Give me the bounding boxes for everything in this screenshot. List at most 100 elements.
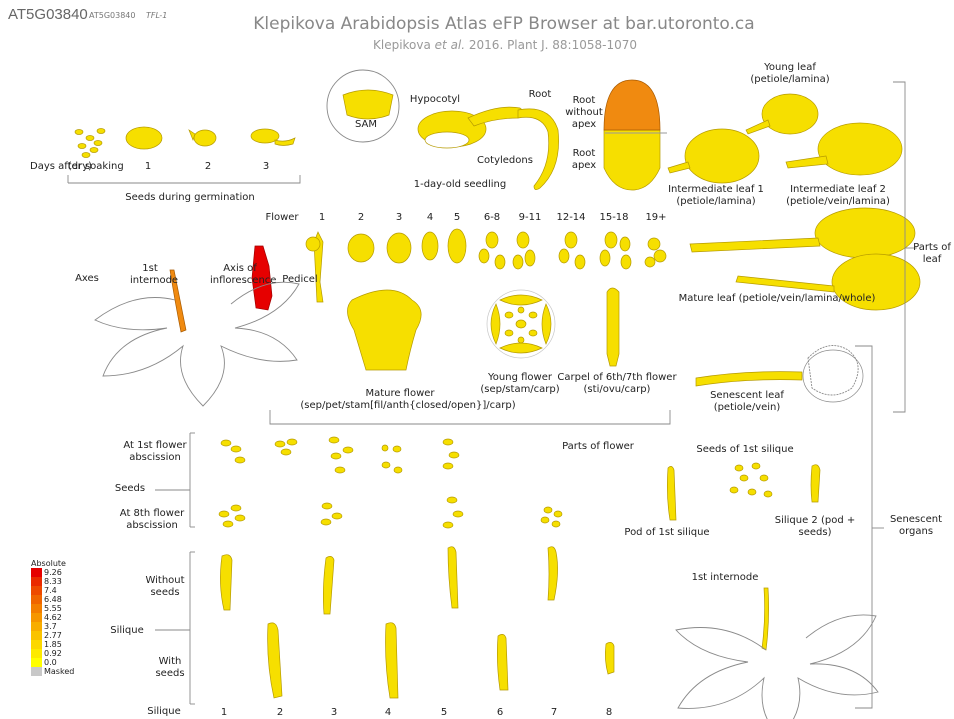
label-seeds-germination: Seeds during germination xyxy=(110,192,270,204)
legend-title: Absolute xyxy=(31,559,111,568)
seeds-1st-silique[interactable] xyxy=(730,463,772,497)
label-cotyledons: Cotyledons xyxy=(470,155,540,167)
silique-1-without-seeds[interactable] xyxy=(220,555,232,610)
flower-stage-9-11[interactable] xyxy=(513,232,535,269)
legend-swatch xyxy=(31,586,42,595)
silique-5-without-seeds[interactable] xyxy=(448,547,458,608)
flower-stage-1[interactable] xyxy=(306,232,323,302)
label-dry: (dry) xyxy=(65,161,95,173)
label-flower: Flower xyxy=(260,212,304,224)
flower-stage-12-14[interactable] xyxy=(559,232,585,269)
flower-stage-label-1: 1 xyxy=(306,212,338,224)
label-with-seeds: With seeds xyxy=(150,656,190,680)
label-mature-leaf: Mature leaf (petiole/vein/lamina/whole) xyxy=(672,293,882,305)
flower-stage-2[interactable] xyxy=(348,234,374,262)
young-leaf[interactable] xyxy=(746,94,818,134)
legend-swatch xyxy=(31,640,42,649)
label-day-3: 3 xyxy=(258,161,274,173)
silique-number-5: 5 xyxy=(436,707,452,719)
sam-tissue[interactable] xyxy=(343,90,393,119)
legend-value: 3.7 xyxy=(44,622,57,631)
silique-2-with-seeds[interactable] xyxy=(268,623,282,698)
label-senescent-organs: Senescent organs xyxy=(884,514,948,538)
flower-stage-5[interactable] xyxy=(448,229,466,263)
seeds-1st-flower-5[interactable] xyxy=(443,439,459,469)
flower-stage-3[interactable] xyxy=(387,233,411,263)
silique-number-7: 7 xyxy=(546,707,562,719)
seedling-root[interactable] xyxy=(518,109,559,190)
legend-row: 6.48 xyxy=(31,595,111,604)
legend-swatch xyxy=(31,604,42,613)
legend-value: 4.62 xyxy=(44,613,62,622)
silique-7-without-seeds[interactable] xyxy=(548,547,558,600)
carpel[interactable] xyxy=(607,288,619,366)
label-seeds: Seeds xyxy=(108,483,152,495)
flower-stage-label-6: 6-8 xyxy=(476,212,508,224)
label-senescent-leaf: Senescent leaf (petiole/vein) xyxy=(692,390,802,414)
seed-day1[interactable] xyxy=(126,127,162,149)
label-mature-flower-parts: (sep/pet/stam[fil/anth{closed/open}]/car… xyxy=(278,400,538,412)
root-without-apex[interactable] xyxy=(604,80,660,130)
label-axes: Axes xyxy=(70,273,104,285)
root-apex[interactable] xyxy=(604,130,660,190)
seeds-1st-flower-4[interactable] xyxy=(382,445,402,473)
seedling-hypocotyl[interactable] xyxy=(468,107,523,126)
legend-row: 3.7 xyxy=(31,622,111,631)
legend-row: 4.62 xyxy=(31,613,111,622)
seeds-8th-flower-1[interactable] xyxy=(219,505,245,527)
pod-1st-silique[interactable] xyxy=(667,466,676,520)
seeds-8th-flower-7[interactable] xyxy=(541,507,562,527)
seeds-1st-flower-1[interactable] xyxy=(221,440,245,463)
label-root-apex: Root apex xyxy=(566,148,602,172)
legend-value: 5.55 xyxy=(44,604,62,613)
legend-row: 7.4 xyxy=(31,586,111,595)
silique-3-without-seeds[interactable] xyxy=(323,556,334,614)
label-1st-internode-senescent: 1st internode xyxy=(690,572,760,584)
first-internode-senescent[interactable] xyxy=(762,588,769,650)
flower-stage-6-8[interactable] xyxy=(479,232,505,269)
label-at-1st-flower: At 1st flower abscission xyxy=(120,440,190,464)
label-parts-of-flower: Parts of flower xyxy=(548,441,648,453)
seed-dry[interactable] xyxy=(75,129,105,158)
silique-6-with-seeds[interactable] xyxy=(497,634,508,690)
legend-row-masked: Masked xyxy=(31,667,111,676)
legend-row: 0.0 xyxy=(31,658,111,667)
legend-swatch xyxy=(31,613,42,622)
senescent-leaf[interactable] xyxy=(696,372,802,386)
flower-stage-label-10: 19+ xyxy=(640,212,672,224)
young-flower[interactable] xyxy=(487,290,555,358)
label-silique-axis: Silique xyxy=(142,706,186,718)
flower-stage-4[interactable] xyxy=(422,232,438,260)
seeds-1st-flower-3[interactable] xyxy=(329,437,353,473)
flower-stage-label-9: 15-18 xyxy=(598,212,630,224)
flower-stage-15-18[interactable] xyxy=(600,232,631,269)
legend-value: 1.85 xyxy=(44,640,62,649)
legend-row: 1.85 xyxy=(31,640,111,649)
silique-8-with-seeds[interactable] xyxy=(605,642,614,674)
silique-number-2: 2 xyxy=(272,707,288,719)
seed-day2[interactable] xyxy=(189,130,216,146)
legend-swatch xyxy=(31,658,42,667)
silique-number-6: 6 xyxy=(492,707,508,719)
label-carpel: Carpel of 6th/7th flower (sti/ovu/carp) xyxy=(555,372,679,396)
seeds-1st-flower-2[interactable] xyxy=(275,439,297,455)
label-pedicel: Pedicel xyxy=(280,274,320,286)
silique-2-senescent[interactable] xyxy=(811,465,820,502)
silique-4-with-seeds[interactable] xyxy=(386,623,399,698)
label-day-2: 2 xyxy=(200,161,216,173)
seeds-8th-flower-5[interactable] xyxy=(443,497,463,528)
mature-leaf-1[interactable] xyxy=(690,208,915,258)
flower-stage-19plus[interactable] xyxy=(645,238,666,267)
seeds-8th-flower-3[interactable] xyxy=(321,503,342,525)
senescent-leaf-lamina[interactable] xyxy=(803,350,863,402)
intermediate-leaf-1[interactable] xyxy=(668,129,759,183)
label-pod-1st-silique: Pod of 1st silique xyxy=(612,527,722,539)
legend-swatch xyxy=(31,568,42,577)
legend-swatch xyxy=(31,595,42,604)
label-root-without-apex: Root without apex xyxy=(564,95,604,131)
flower-stage-label-7: 9-11 xyxy=(514,212,546,224)
legend-swatch xyxy=(31,577,42,586)
seed-day3[interactable] xyxy=(251,129,295,146)
mature-flower[interactable] xyxy=(347,290,421,370)
